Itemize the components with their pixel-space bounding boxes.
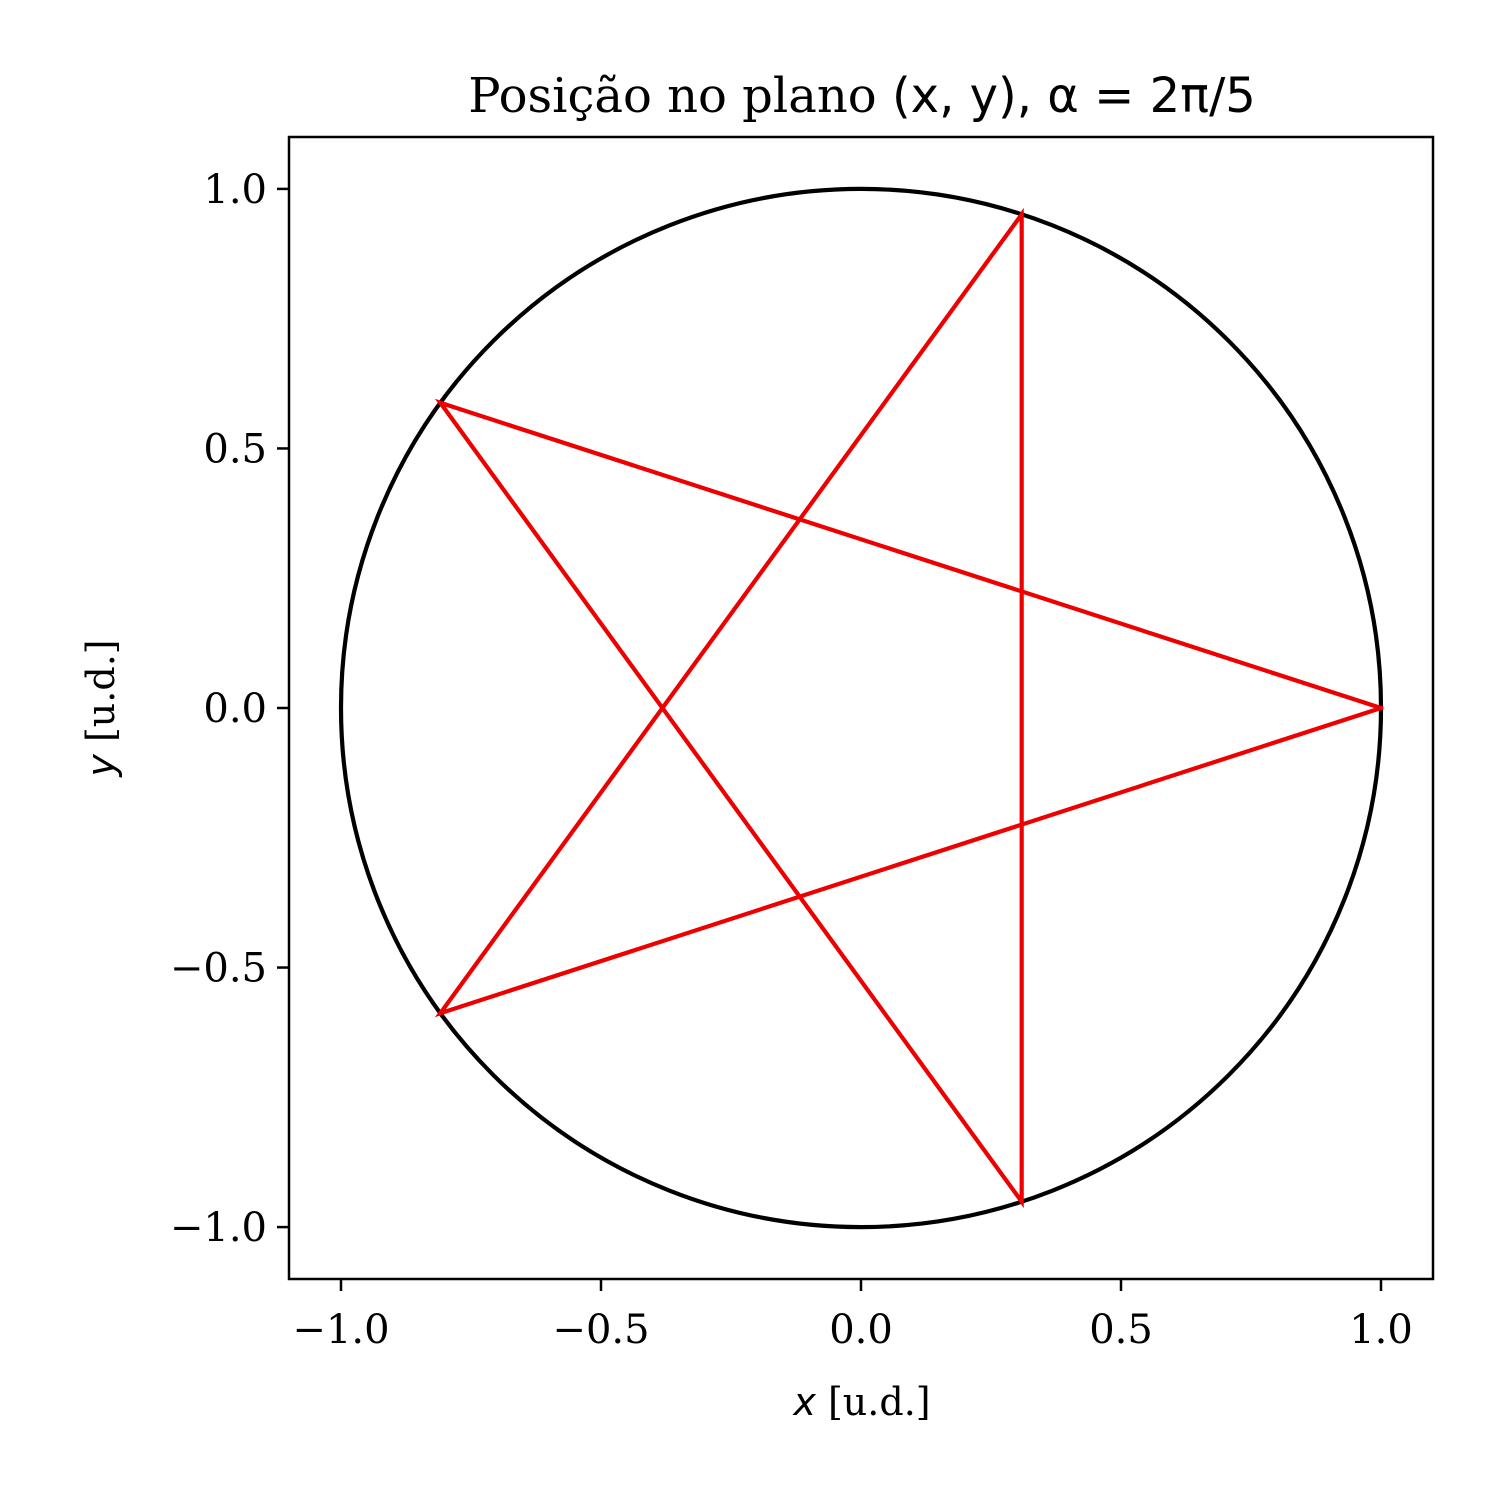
chart-title-prefix: Posição no plano <box>468 68 892 124</box>
x-axis-label-unit: [u.d.] <box>816 1380 931 1424</box>
y-axis-label: y [u.d.] <box>79 639 123 777</box>
x-axis-label-symbol: x <box>792 1380 816 1424</box>
x-tick-label: 0.0 <box>829 1307 893 1353</box>
x-tick-label: 1.0 <box>1349 1307 1413 1353</box>
y-axis-label-unit: [u.d.] <box>79 639 123 754</box>
x-tick-label: −1.0 <box>292 1307 389 1353</box>
chart-title: Posição no plano (x, y), α = 2π/5 <box>468 68 1256 124</box>
y-tick-label: −1.0 <box>170 1205 267 1251</box>
star-series-line <box>434 207 1384 1209</box>
y-axis-label-symbol: y <box>79 754 123 778</box>
x-tick-label: −0.5 <box>552 1307 649 1353</box>
y-tick-label: −0.5 <box>170 946 267 992</box>
y-tick-label: 1.0 <box>203 167 267 213</box>
x-tick-label: 0.5 <box>1089 1307 1153 1353</box>
x-axis-label: x [u.d.] <box>792 1380 930 1424</box>
y-tick-label: 0.5 <box>203 426 267 472</box>
chart-title-math: (x, y), α = 2π/5 <box>892 68 1256 124</box>
y-tick-label: 0.0 <box>203 686 267 732</box>
plot-area: −1.0 −0.5 0.0 0.5 1.0 −1.0 −0.5 0.0 0.5 1.0 <box>170 135 1435 1353</box>
